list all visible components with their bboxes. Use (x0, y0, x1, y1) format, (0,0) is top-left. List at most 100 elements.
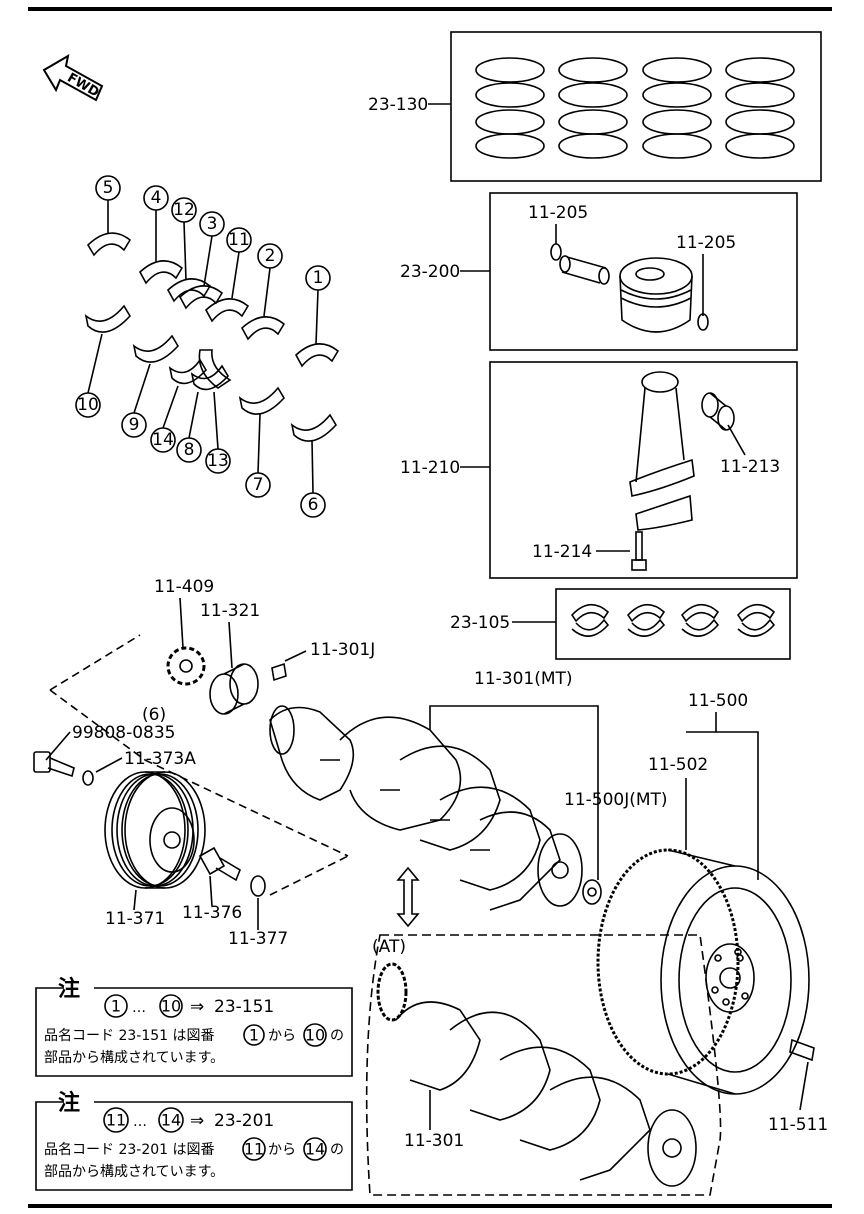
conrod-bearing-1 (570, 603, 610, 637)
bearing-shell-10 (84, 304, 131, 333)
label-conrod-bushing: 11-213 (720, 457, 780, 477)
conrod-bushing (701, 392, 735, 431)
conrod-bearing-2 (626, 603, 666, 637)
note-1-arrow: ⇒ (190, 997, 204, 1017)
callout-11: 11 (226, 227, 252, 299)
callout-5: 5 (95, 175, 121, 234)
flywheel: 11-500 11-502 (596, 691, 810, 1095)
crank-front-group: 11-409 11-321 11-301J (49, 577, 375, 761)
bearing-shell-5 (86, 232, 132, 257)
bearing-shell-3 (178, 285, 224, 310)
label-piston-clip-1: 11-205 (528, 203, 588, 223)
label-crank-mt: 11-301(MT) (474, 669, 573, 689)
callout-9: 9 (121, 363, 151, 438)
callout-2: 2 (257, 243, 283, 317)
label-conrod: 11-210 (400, 458, 460, 478)
piston (619, 257, 693, 333)
piston-ring-set-1 (475, 57, 545, 159)
label-conrod-bolt: 11-214 (532, 542, 592, 562)
conrod-bolt (631, 531, 647, 571)
flywheel-bolt: 11-511 (768, 1038, 828, 1135)
piston-group: 23-200 11-205 11-205 (400, 192, 798, 351)
pulley-group: 99808-0835 (6) 11-373A 11-376 11-37 (33, 705, 349, 949)
note-2-ref-to: 14 (305, 1140, 325, 1159)
callout-6: 6 (300, 439, 326, 518)
callout-12: 12 (171, 197, 197, 281)
label-piston-rings: 23-130 (368, 95, 428, 115)
note-2-to: 14 (161, 1111, 181, 1130)
svg-text:14: 14 (152, 430, 174, 450)
note-2-line2: 品名コード 23-201 は図番 (44, 1142, 215, 1158)
svg-text:5: 5 (103, 178, 114, 198)
note-2-ref-from: 11 (244, 1140, 264, 1159)
svg-text:4: 4 (151, 188, 162, 208)
label-crank-at: 11-301 (404, 1131, 464, 1151)
note-1-dots: … (132, 1000, 146, 1016)
label-piston-clip-2: 11-205 (676, 233, 736, 253)
fwd-arrow-icon: FWD (42, 54, 104, 102)
svg-text:12: 12 (173, 200, 195, 220)
pulley-bolt (33, 751, 75, 778)
note-1-no: の (330, 1028, 344, 1044)
label-at: (AT) (372, 937, 406, 957)
callout-7: 7 (245, 413, 271, 498)
svg-text:2: 2 (265, 246, 276, 266)
note-1-ref-to: 10 (305, 1026, 325, 1045)
piston-rings-group: 23-130 (368, 31, 822, 182)
piston-pin (559, 255, 610, 285)
bearing-shell-12 (166, 278, 212, 303)
svg-text:3: 3 (207, 214, 218, 234)
callout-1: 1 (305, 265, 331, 345)
callout-4: 4 (143, 185, 169, 262)
conrod-bearing-3 (680, 603, 720, 637)
svg-text:10: 10 (77, 395, 99, 415)
bearing-shell-6 (290, 413, 337, 442)
bearing-shell-2 (240, 316, 286, 341)
svg-text:11: 11 (228, 230, 250, 250)
callout-10: 10 (75, 333, 103, 418)
note-2-no: の (330, 1142, 344, 1158)
note-box-1: 注 1 … 10 ⇒ 23-151 品名コード 23-151 は図番 1 から … (35, 976, 353, 1077)
pulley-center-bolt (198, 846, 241, 882)
label-flywheel-bolt: 11-511 (768, 1115, 828, 1135)
bearing-shell-14 (168, 358, 207, 385)
label-pulley: 11-371 (105, 909, 165, 929)
note-2-arrow: ⇒ (190, 1111, 204, 1131)
swap-arrow-icon (396, 866, 420, 928)
label-flywheel-assy: 11-500 (688, 691, 748, 711)
label-crank-gear: 11-321 (200, 601, 260, 621)
piston-ring-set-2 (558, 57, 628, 159)
callout-circles: 5 4 12 3 11 2 1 10 9 14 8 13 7 6 (75, 175, 331, 518)
piston-clip-right (697, 313, 709, 331)
bearing-shell-1 (294, 343, 340, 368)
label-pulley-washer: 11-377 (228, 929, 288, 949)
crankshaft-at: (AT) 11-301 (365, 934, 722, 1196)
callout-14: 14 (150, 385, 179, 453)
conrod-bearing-4 (736, 603, 776, 637)
note-1-ref-from: 1 (249, 1026, 259, 1045)
bearing-shell-13 (198, 349, 232, 389)
note-1-from: 1 (111, 997, 121, 1016)
callout-13: 13 (205, 391, 231, 474)
conrod-bearings-group: 23-105 (450, 588, 791, 660)
bearing-shell-9 (132, 334, 179, 363)
label-pulley-bolt: 99808-0835 (72, 723, 175, 743)
piston-clip-left (550, 243, 562, 261)
note-1-kara: から (268, 1028, 296, 1044)
crank-key (271, 662, 287, 682)
conrod-group: 11-210 11-213 11-214 (400, 361, 798, 579)
note-2-from: 11 (106, 1111, 126, 1130)
label-crank-sprocket: 11-409 (154, 577, 214, 597)
main-bearings-group (84, 232, 340, 442)
note-2-title: 注 (58, 1090, 80, 1116)
callout-3: 3 (199, 211, 225, 287)
bearing-shell-4 (138, 260, 184, 285)
label-pulley-bolt-qty: (6) (142, 705, 166, 725)
note-2-line3: 部品から構成されています。 (44, 1164, 224, 1180)
note-1-line3: 部品から構成されています。 (44, 1050, 224, 1066)
label-washer: 11-373A (124, 749, 196, 769)
bearing-shell-11 (204, 298, 250, 323)
label-conrod-bearings: 23-105 (450, 613, 510, 633)
note-2-kara: から (268, 1142, 296, 1158)
